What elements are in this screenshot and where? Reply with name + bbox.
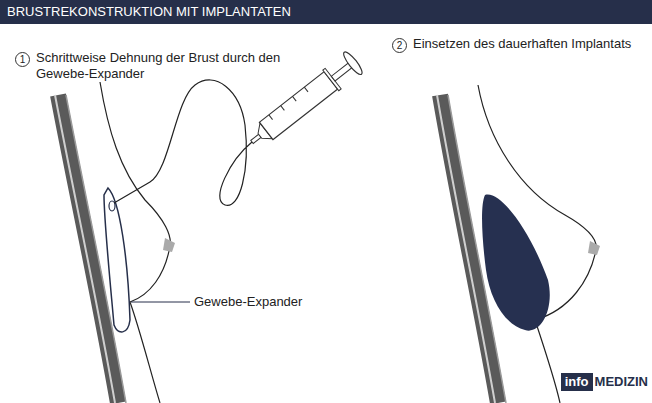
nipple [588,241,600,255]
callout-number-text: 1 [20,54,26,65]
callout-number-text: 2 [397,40,403,51]
permanent-implant [482,195,550,331]
callout-number: 2 [392,38,407,53]
title-text: BRUSTREKONSTRUKTION MIT IMPLANTATEN [7,4,291,19]
step-caption: Schrittweise Dehnung der Brust durch den… [36,50,296,82]
logo-text-text: MEDIZIN [595,374,648,389]
nipple [163,238,175,252]
syringe [243,50,364,153]
step-caption-text: Schrittweise Dehnung der Brust durch den… [36,50,280,81]
step-caption-text: Einsetzen des dauerhaften Implantats [413,36,631,51]
logo-text: info [565,374,589,389]
step-caption: Einsetzen des dauerhaften Implantats [413,36,648,52]
part-label: Gewebe-Expander [194,294,302,310]
breast-outline [478,85,596,403]
logo-text: MEDIZIN [595,374,648,390]
callout-number: 1 [15,52,30,67]
header-bar [0,0,652,24]
logo-box: info [561,373,593,391]
title: BRUSTREKONSTRUKTION MIT IMPLANTATEN [7,4,291,20]
fill-tube [114,80,252,205]
part-label-text: Gewebe-Expander [194,294,302,309]
tissue-expander [104,188,130,332]
leader-line [131,302,190,303]
breast-outline [100,82,170,403]
